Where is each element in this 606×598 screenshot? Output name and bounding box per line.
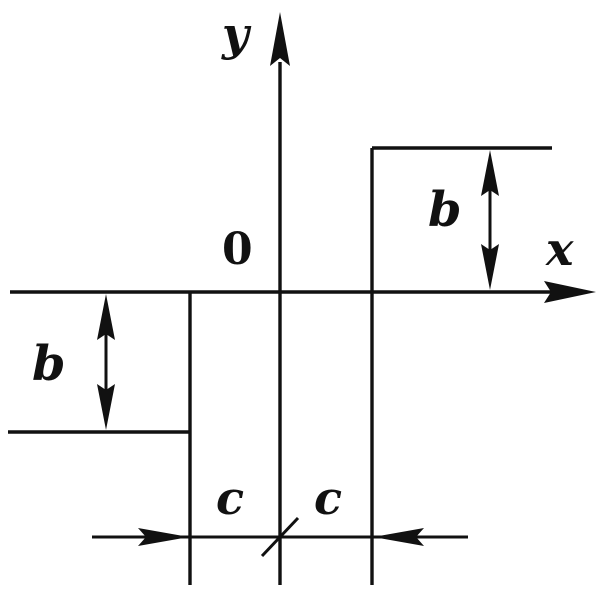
b-upper-label: b bbox=[428, 182, 462, 238]
dimension-b-upper bbox=[481, 150, 499, 290]
c-left-arrowhead bbox=[138, 528, 189, 546]
origin-label: 0 bbox=[222, 224, 253, 275]
c-right-arrowhead bbox=[373, 528, 424, 546]
b-upper-arrow-down bbox=[481, 244, 499, 290]
x-axis-label: x bbox=[545, 222, 574, 276]
b-upper-arrow-up bbox=[481, 150, 499, 196]
axes bbox=[10, 12, 596, 585]
labels: y x 0 b b c c bbox=[32, 7, 574, 525]
y-axis-label: y bbox=[221, 7, 252, 61]
c-right-label: c bbox=[314, 471, 342, 525]
c-left-label: c bbox=[216, 471, 244, 525]
dimension-c bbox=[92, 516, 468, 558]
b-lower-label: b bbox=[32, 336, 66, 392]
c-center-tick bbox=[260, 516, 300, 558]
y-axis-arrowhead bbox=[270, 12, 290, 66]
b-lower-arrow-up bbox=[97, 294, 115, 340]
dimension-b-lower bbox=[97, 294, 115, 430]
b-lower-arrow-down bbox=[97, 384, 115, 430]
x-axis-arrowhead bbox=[544, 281, 596, 303]
